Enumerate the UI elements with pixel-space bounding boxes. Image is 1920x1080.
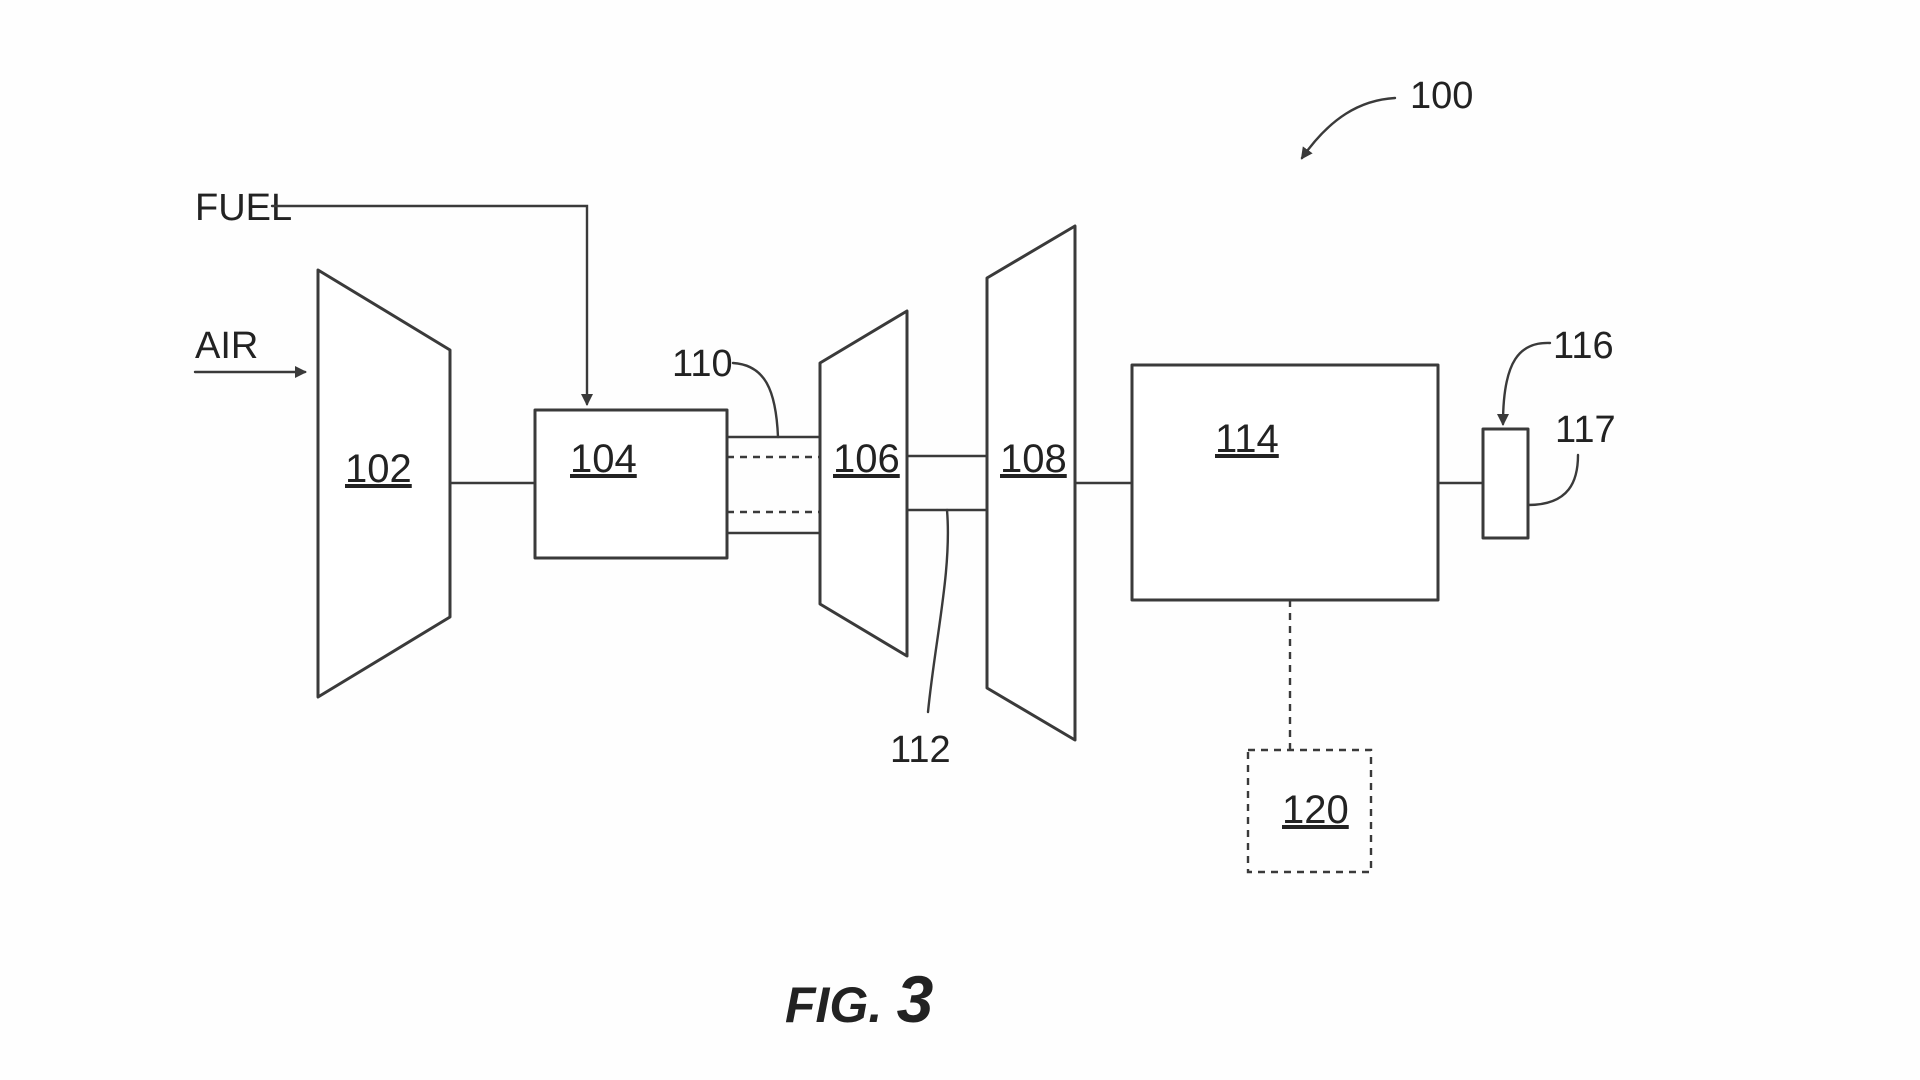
shaft-label: 112	[890, 729, 951, 771]
lp-turbine-label: 108	[1000, 437, 1067, 481]
component-116-leader	[1497, 341, 1552, 426]
figure-caption: FIG. 3	[785, 962, 933, 1036]
component-117-label: 117	[1555, 409, 1616, 451]
component-117-box	[1481, 427, 1530, 540]
combustor-box	[533, 408, 729, 560]
fuel-arrow	[270, 204, 593, 406]
air-label: AIR	[195, 325, 258, 367]
figure-prefix: FIG.	[785, 977, 882, 1033]
lp-turbine-shape	[985, 224, 1077, 742]
controller-box	[1246, 748, 1373, 874]
figure-number: 3	[897, 962, 934, 1036]
gearbox-box	[1130, 363, 1440, 602]
shaft-leader	[926, 508, 950, 714]
system-label: 100	[1410, 75, 1473, 117]
component-117-leader	[1526, 453, 1580, 507]
controller-label: 120	[1282, 788, 1349, 832]
gearbox-label: 114	[1215, 417, 1279, 461]
hp-turbine-label: 106	[833, 437, 900, 481]
duct-label: 110	[672, 343, 733, 385]
duct-leader	[731, 361, 780, 439]
fuel-label: FUEL	[195, 187, 292, 229]
combustor-label: 104	[570, 437, 637, 481]
hp-turbine-shape	[818, 309, 909, 658]
system-leader-arrow	[1300, 96, 1397, 160]
compressor-label: 102	[345, 447, 412, 491]
compressor-shape	[316, 268, 452, 699]
component-116-label: 116	[1553, 325, 1614, 367]
